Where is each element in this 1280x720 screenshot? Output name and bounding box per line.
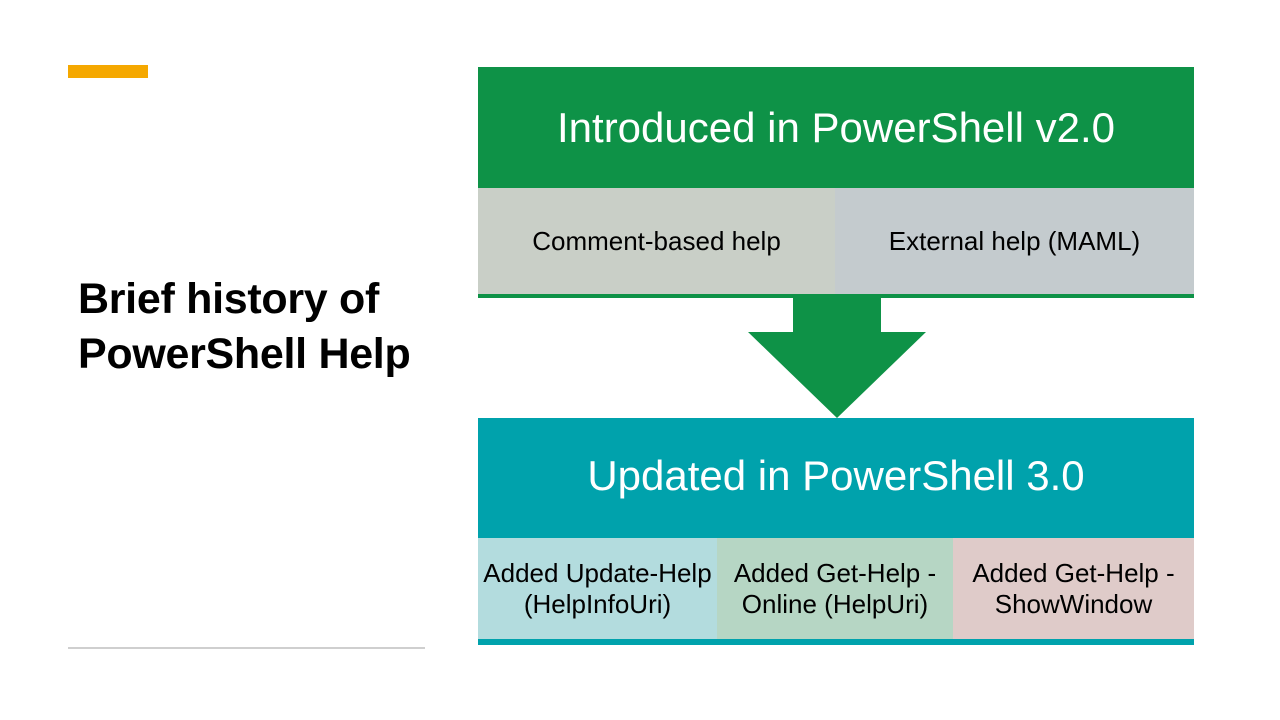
bottom-cell-row: Added Update-Help (HelpInfoUri) Added Ge… bbox=[478, 533, 1194, 645]
bottom-block: Updated in PowerShell 3.0 Added Update-H… bbox=[478, 418, 1194, 645]
powershell-help-history-diagram: Introduced in PowerShell v2.0 Comment-ba… bbox=[478, 67, 1194, 650]
top-header-band: Introduced in PowerShell v2.0 bbox=[478, 67, 1194, 188]
accent-bar bbox=[68, 65, 148, 78]
top-cell-external-help: External help (MAML) bbox=[835, 188, 1194, 294]
bottom-cell-update-help: Added Update-Help (HelpInfoUri) bbox=[478, 538, 717, 639]
down-arrow-icon bbox=[748, 298, 926, 418]
bottom-cell-get-help-showwindow: Added Get-Help -ShowWindow bbox=[953, 538, 1194, 639]
bottom-header-band: Updated in PowerShell 3.0 bbox=[478, 418, 1194, 533]
bottom-cell-get-help-online: Added Get-Help -Online (HelpUri) bbox=[717, 538, 953, 639]
page-title: Brief history of PowerShell Help bbox=[78, 275, 411, 379]
footer-divider bbox=[68, 647, 425, 649]
top-cell-comment-based-help: Comment-based help bbox=[478, 188, 835, 294]
top-cell-row: Comment-based help External help (MAML) bbox=[478, 188, 1194, 298]
top-block: Introduced in PowerShell v2.0 Comment-ba… bbox=[478, 67, 1194, 298]
